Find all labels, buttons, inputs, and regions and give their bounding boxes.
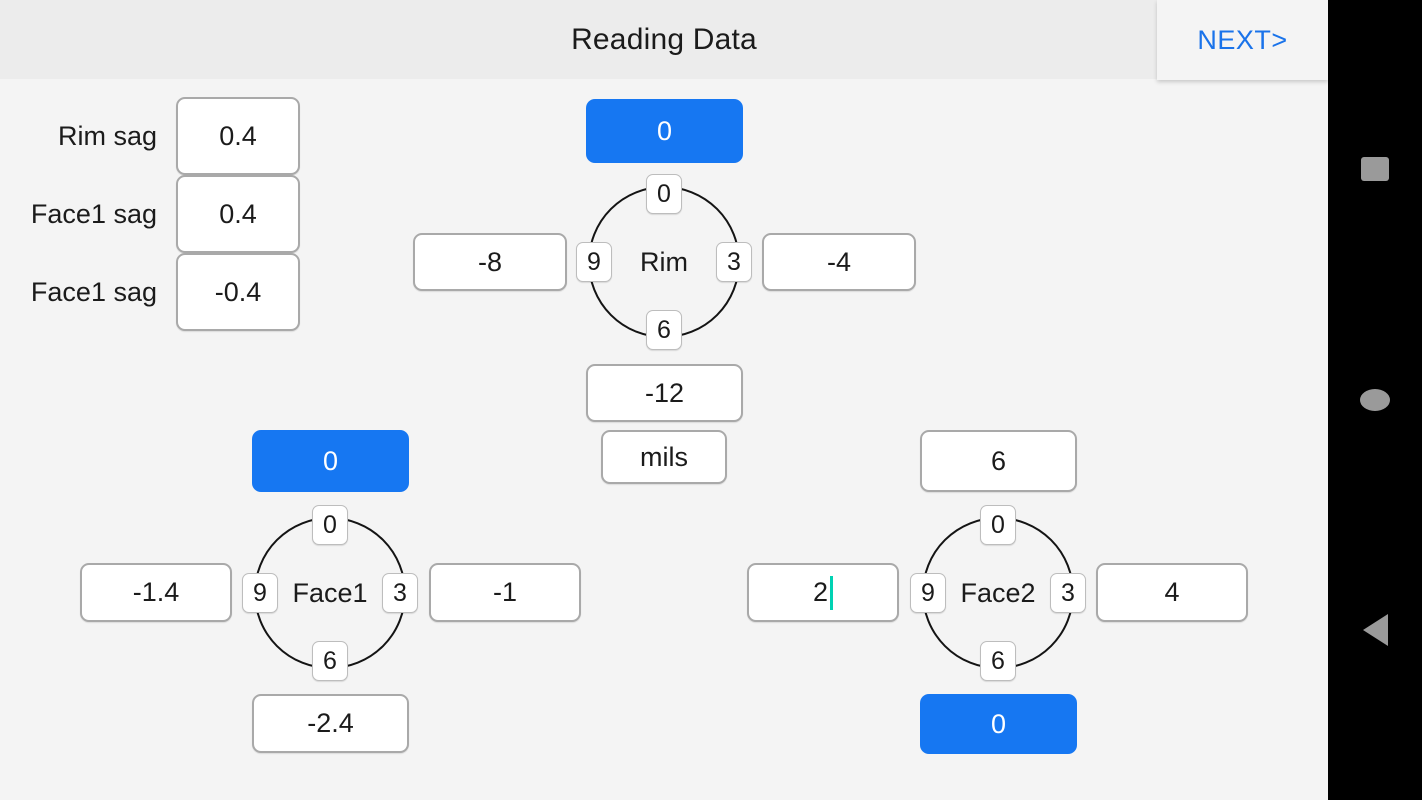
dial-tick-face2-0[interactable]: 0 bbox=[980, 505, 1016, 545]
sag-label-face1-a: Face1 sag bbox=[30, 199, 157, 229]
back-button[interactable] bbox=[1328, 590, 1422, 670]
face1-reading-bottom[interactable]: -2.4 bbox=[252, 694, 409, 753]
recents-button[interactable] bbox=[1328, 129, 1422, 209]
dial-tick-face1-9[interactable]: 9 bbox=[242, 573, 278, 613]
dial-tick-face1-6[interactable]: 6 bbox=[312, 641, 348, 681]
dial-label-face2: Face2 bbox=[960, 577, 1036, 608]
dial-tick-face2-6[interactable]: 6 bbox=[980, 641, 1016, 681]
next-button-panel: NEXT> bbox=[1157, 0, 1328, 80]
face2-reading-left[interactable]: 2 bbox=[747, 563, 899, 622]
home-button[interactable] bbox=[1328, 360, 1422, 440]
next-button[interactable]: NEXT> bbox=[1157, 0, 1328, 80]
android-navigation-bar bbox=[1328, 0, 1422, 800]
text-caret bbox=[830, 575, 834, 610]
square-icon bbox=[1361, 157, 1389, 181]
app-content: Reading Data NEXT> Rim sag 0.4 Face1 sag… bbox=[0, 0, 1328, 754]
dial-tick-rim-0[interactable]: 0 bbox=[646, 174, 682, 214]
sag-input-face1-b[interactable]: -0.4 bbox=[176, 253, 300, 331]
dial-face1[interactable]: Face1 0 3 6 9 bbox=[242, 505, 418, 681]
rim-reading-bottom[interactable]: -12 bbox=[586, 364, 743, 422]
dial-rim[interactable]: Rim 0 3 6 9 bbox=[576, 174, 752, 350]
sag-input-face1-a[interactable]: 0.4 bbox=[176, 175, 300, 253]
dial-tick-face2-3[interactable]: 3 bbox=[1050, 573, 1086, 613]
sag-input-rim[interactable]: 0.4 bbox=[176, 97, 300, 175]
rim-reading-left[interactable]: -8 bbox=[413, 233, 567, 291]
page-title: Reading Data bbox=[571, 23, 757, 56]
dial-tick-face2-9[interactable]: 9 bbox=[910, 573, 946, 613]
face2-reading-bottom[interactable]: 0 bbox=[920, 694, 1077, 754]
face2-reading-top[interactable]: 6 bbox=[920, 430, 1077, 492]
rim-reading-right[interactable]: -4 bbox=[762, 233, 916, 291]
sag-label-rim: Rim sag bbox=[57, 121, 157, 151]
dial-label-face1: Face1 bbox=[292, 577, 368, 608]
face1-reading-right[interactable]: -1 bbox=[429, 563, 581, 622]
face2-reading-right[interactable]: 4 bbox=[1096, 563, 1248, 622]
circle-icon bbox=[1360, 389, 1390, 411]
app-bar: Reading Data bbox=[0, 0, 1328, 79]
face1-reading-left[interactable]: -1.4 bbox=[80, 563, 232, 622]
face2-reading-left-value: 2 bbox=[812, 577, 829, 607]
dial-tick-rim-3[interactable]: 3 bbox=[716, 242, 752, 282]
face1-reading-top[interactable]: 0 bbox=[252, 430, 409, 492]
dial-tick-face1-0[interactable]: 0 bbox=[312, 505, 348, 545]
triangle-back-icon bbox=[1362, 614, 1388, 646]
dial-tick-rim-6[interactable]: 6 bbox=[646, 310, 682, 350]
units-input[interactable]: mils bbox=[601, 430, 727, 484]
dial-tick-rim-9[interactable]: 9 bbox=[576, 242, 612, 282]
sag-label-face1-b: Face1 sag bbox=[30, 277, 157, 307]
rim-reading-top[interactable]: 0 bbox=[586, 99, 743, 163]
dial-face2[interactable]: Face2 0 3 6 9 bbox=[910, 505, 1086, 681]
dial-tick-face1-3[interactable]: 3 bbox=[382, 573, 418, 613]
dial-label-rim: Rim bbox=[640, 246, 688, 277]
